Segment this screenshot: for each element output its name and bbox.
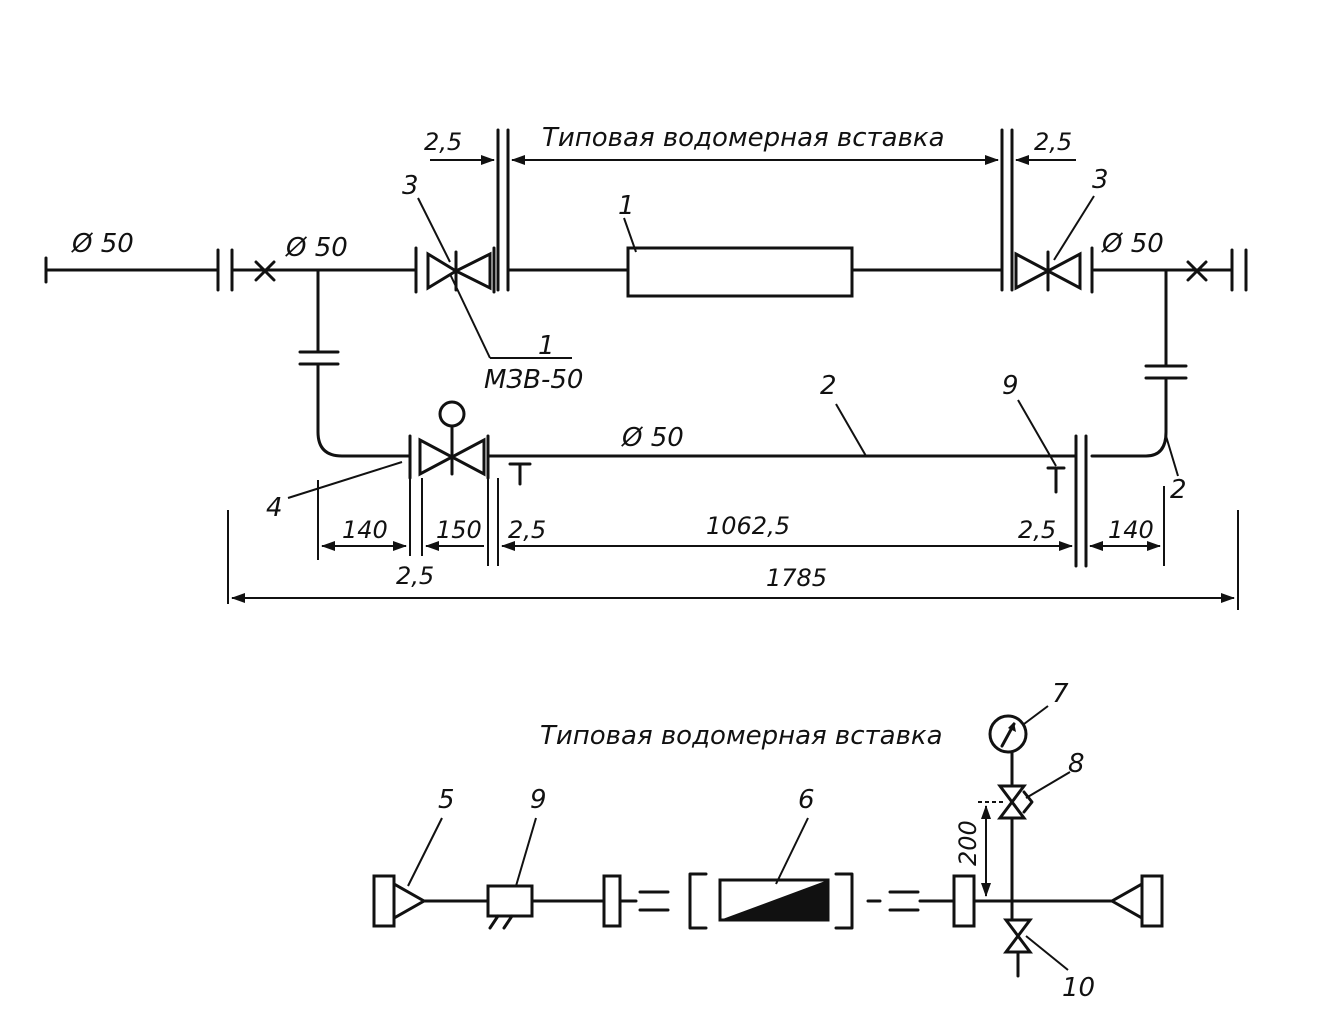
label-9-bottom: 9	[530, 785, 547, 815]
label-10: 10	[1062, 973, 1095, 1003]
left-end-connector-icon	[372, 874, 428, 928]
bottom-leaders	[407, 705, 1071, 971]
label-1-ref: 1	[538, 331, 555, 361]
label-8: 8	[1068, 749, 1085, 779]
top-scheme: Типовая водомерная вставка 2,5 2,5 Ø 50 …	[44, 123, 1248, 610]
dim-200-line	[978, 801, 1004, 897]
left-flange	[216, 248, 234, 292]
bottom-scheme: Типовая водомерная вставка 5 9 6 7 8 10 …	[372, 679, 1164, 1003]
label-3-right: 3	[1092, 165, 1109, 195]
left-flange-plate	[602, 874, 622, 928]
left-plug-cross-icon	[254, 260, 276, 282]
pressure-gauge-icon	[988, 714, 1028, 754]
dim-2-5-c: 2,5	[396, 562, 434, 590]
water-meter-icon	[688, 872, 854, 930]
diam-right: Ø 50	[1101, 229, 1164, 259]
dim-2-5-right: 2,5	[1034, 128, 1072, 156]
label-5: 5	[438, 785, 455, 815]
tee-mark-icon	[508, 462, 532, 486]
right-flange-plate	[952, 874, 976, 928]
top-title: Типовая водомерная вставка	[542, 123, 945, 153]
label-4: 4	[266, 493, 283, 523]
label-2-bend: 2	[1170, 475, 1187, 505]
right-plug-cross-icon	[1186, 260, 1208, 282]
dim-2-5-left: 2,5	[424, 128, 462, 156]
dim-140-left: 140	[342, 516, 388, 544]
bypass-right-flanges	[1046, 434, 1088, 568]
meter-model: МЗВ-50	[484, 365, 583, 395]
diam-bypass: Ø 50	[621, 423, 684, 453]
bypass-valve-icon	[408, 400, 490, 480]
label-2-pipe: 2	[820, 371, 837, 401]
label-7: 7	[1052, 679, 1069, 709]
right-dash-connector	[888, 890, 920, 912]
left-dash-connector	[638, 890, 670, 912]
dim-2-5-b: 2,5	[1018, 516, 1056, 544]
dim-2-5-a: 2,5	[508, 516, 546, 544]
label-9: 9	[1002, 371, 1019, 401]
bottom-title: Типовая водомерная вставка	[540, 721, 943, 751]
diam-far-left: Ø 50	[71, 229, 134, 259]
extension-lines	[227, 478, 1239, 610]
right-end-connector-icon	[1108, 874, 1164, 928]
insert-flanges	[496, 128, 1014, 292]
dim-200: 200	[954, 820, 982, 866]
diam-left: Ø 50	[285, 233, 348, 263]
strainer-icon	[486, 884, 534, 930]
dim-140-right: 140	[1108, 516, 1154, 544]
right-gate-valve-icon	[1014, 246, 1094, 294]
leader-lines	[287, 195, 1179, 499]
bypass-pipe	[298, 268, 1188, 458]
gauge-valve-icon	[997, 784, 1034, 820]
drain-valve-icon	[1003, 918, 1033, 954]
dim-150: 150	[436, 516, 482, 544]
dim-1785: 1785	[766, 564, 827, 592]
left-gate-valve-icon	[414, 246, 496, 294]
right-flange	[1230, 248, 1248, 292]
label-6: 6	[798, 785, 815, 815]
water-meter-body	[626, 246, 854, 298]
dimension-lines	[231, 155, 1235, 603]
dim-1062-5: 1062,5	[706, 512, 790, 540]
label-3-left: 3	[402, 171, 419, 201]
label-1-meter: 1	[618, 191, 635, 221]
